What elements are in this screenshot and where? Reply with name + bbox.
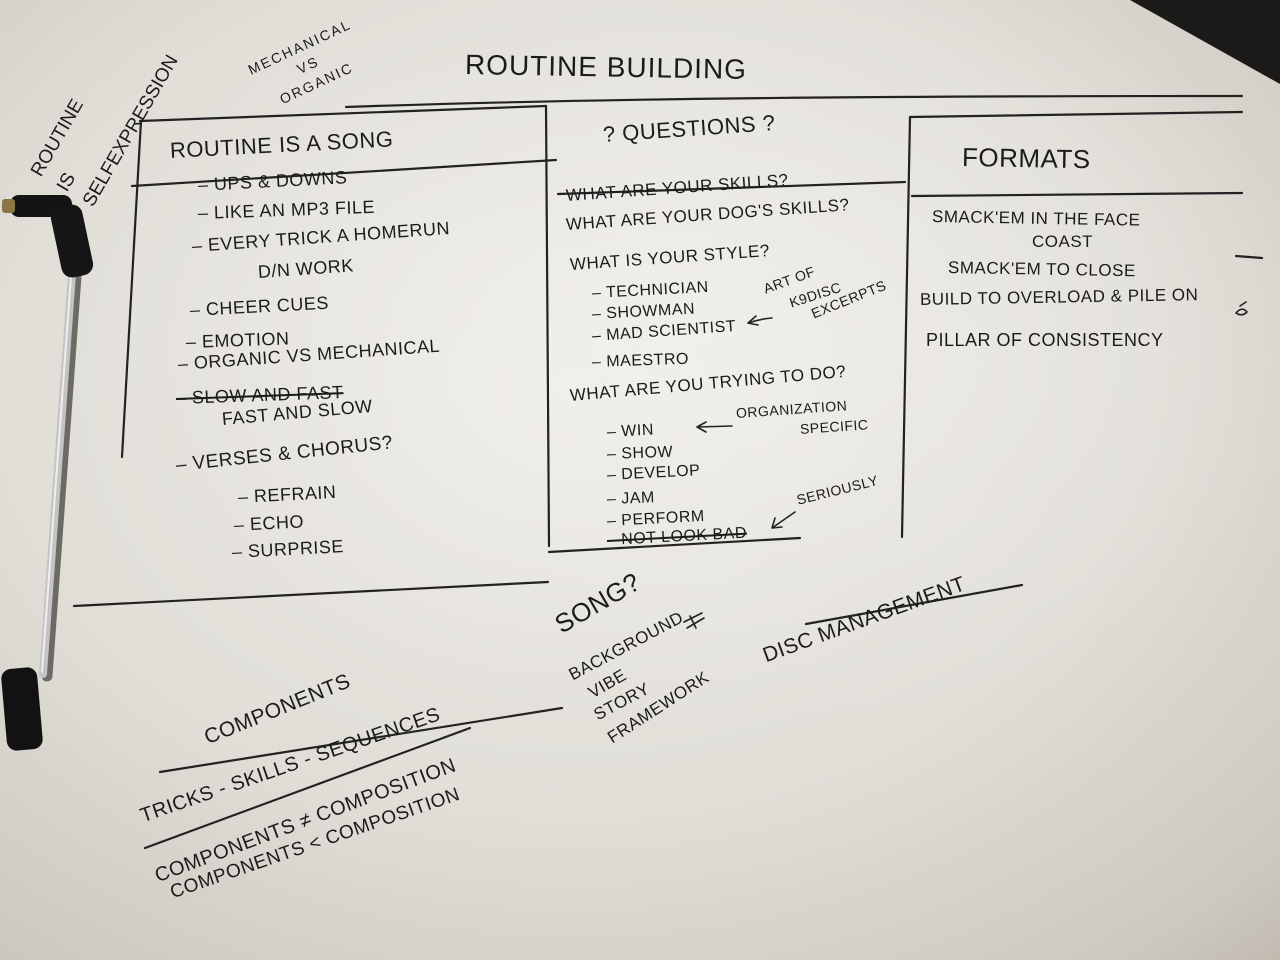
- page-title: ROUTINE BUILDING: [464, 49, 748, 85]
- column2-heading-underline: [556, 180, 907, 196]
- disc-management-overline: [804, 583, 1024, 626]
- format-smack-em-to-close: SMACK'EM TO CLOSE: [947, 258, 1136, 281]
- column1-left-line: [120, 119, 143, 459]
- clip-metal-bar-highlight: [41, 275, 72, 673]
- background-corner: [1130, 0, 1280, 84]
- style-note-arrow: [747, 315, 773, 326]
- item-echo: – ECHO: [233, 511, 305, 535]
- clip-bottom-handle: [1, 667, 43, 751]
- title-underline: [344, 94, 1244, 109]
- breakdown-underline: [143, 726, 472, 850]
- clip-metal-bar-shadow: [41, 270, 82, 682]
- column2-column3-divider: [900, 115, 912, 539]
- clip-top-cap: [2, 199, 15, 213]
- column1-column2-divider: [544, 104, 551, 548]
- style-maestro: – MAESTRO: [591, 350, 690, 371]
- goal-show: – SHOW: [606, 443, 674, 463]
- format-smack-em-in-the-face: SMACK'EM IN THE FACE: [931, 207, 1141, 230]
- column1-top-line: [138, 104, 548, 123]
- column1-heading-underline: [130, 158, 558, 188]
- crossed-out-scribble: [683, 612, 705, 629]
- right-margin-tick: [1234, 254, 1264, 260]
- section-divider-line: [72, 580, 550, 608]
- column3-top-line: [908, 110, 1244, 119]
- column2-bottom-line: [547, 536, 802, 554]
- perform-note-arrow: [771, 511, 796, 529]
- formats-column-heading: FORMATS: [961, 142, 1091, 175]
- column3-heading-underline: [910, 191, 1244, 198]
- format-pillar-of-consistency: PILLAR OF CONSISTENCY: [926, 330, 1164, 350]
- goal-win: – WIN: [606, 421, 655, 441]
- win-note-arrow: [696, 421, 733, 433]
- goal-jam: – JAM: [606, 489, 656, 508]
- clip-top-grip: [50, 204, 94, 278]
- components-underline: [158, 706, 564, 774]
- right-margin-squiggle: [1235, 301, 1248, 316]
- format-coast: COAST: [1032, 232, 1094, 251]
- binder-clip: [1, 195, 94, 751]
